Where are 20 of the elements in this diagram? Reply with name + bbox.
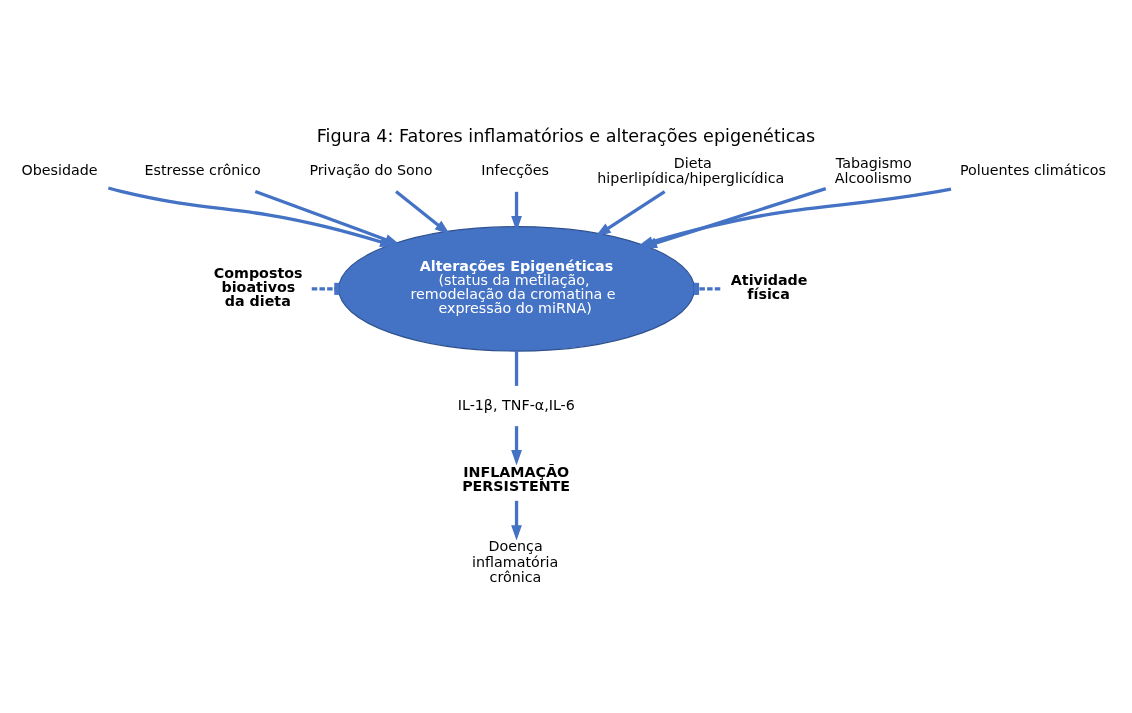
node-text: Infecções bbox=[481, 161, 550, 178]
node-text: Dieta hiperlipídica/hiperglicídica bbox=[597, 154, 785, 186]
node-text: Doença inflamatória crônica bbox=[472, 537, 559, 585]
node-text: Obesidade bbox=[21, 161, 98, 178]
arrow bbox=[595, 189, 666, 237]
arrow bbox=[511, 500, 522, 541]
arrow bbox=[395, 189, 451, 235]
node-text: Poluentes climáticos bbox=[959, 161, 1106, 178]
connector bbox=[514, 350, 519, 386]
node-text: Compostos bioativos da dieta bbox=[213, 264, 303, 309]
connector bbox=[311, 282, 340, 295]
node-text: INFLAMAÇÃO PERSISTENTE bbox=[462, 463, 571, 494]
node-text: Tabagismo Alcoolismo bbox=[834, 154, 912, 186]
node-text: Estresse crônico bbox=[144, 161, 261, 178]
node-text: Atividade física bbox=[730, 271, 808, 302]
connector bbox=[694, 282, 722, 295]
arrow bbox=[511, 425, 522, 465]
node-text: IL-1β, TNF-α,IL-6 bbox=[457, 396, 575, 413]
diagram-title: Figura 4: Fatores inflamatórios e alterações epigenéticas bbox=[316, 125, 816, 146]
node-text: Privação do Sono bbox=[309, 161, 433, 178]
